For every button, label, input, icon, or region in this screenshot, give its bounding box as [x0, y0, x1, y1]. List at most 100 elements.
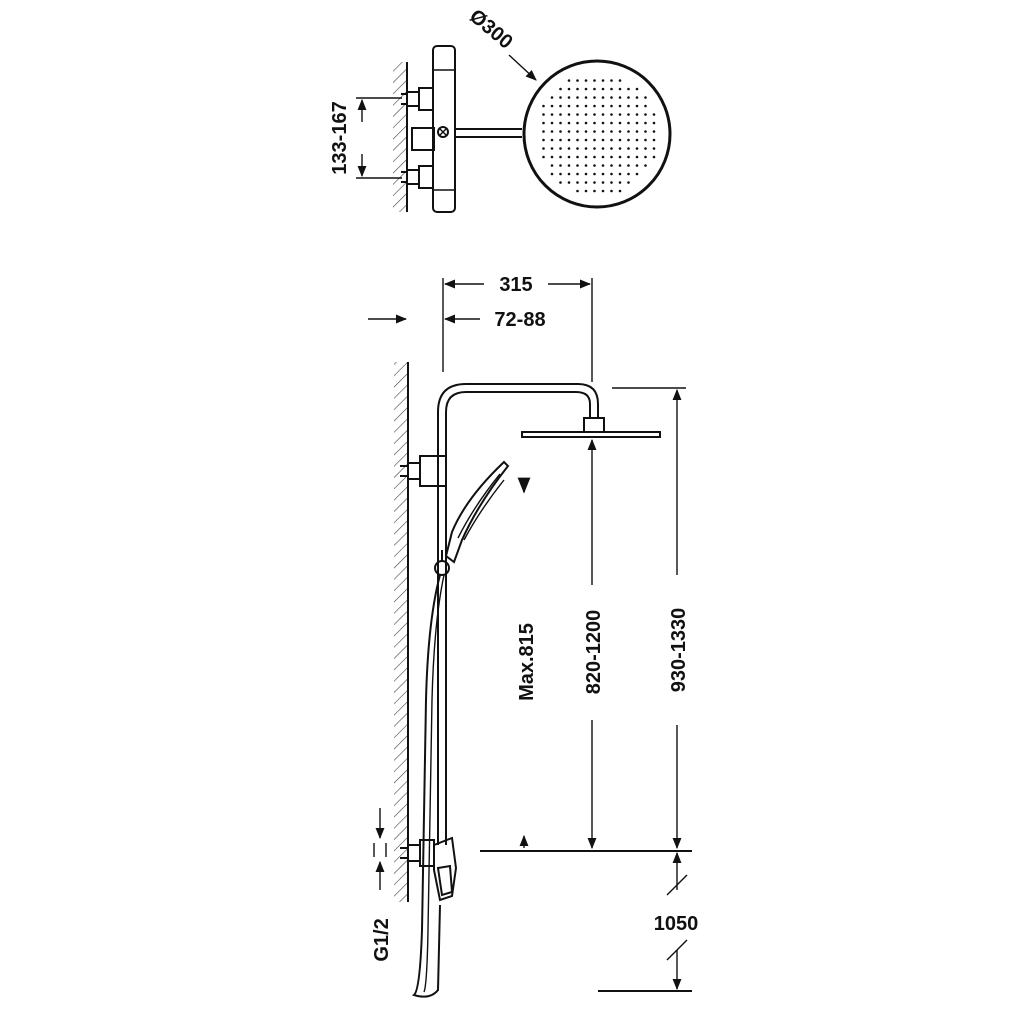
nozzle-dot	[601, 104, 605, 108]
nozzle-dot	[644, 104, 647, 108]
nozzle-dot	[559, 147, 562, 150]
nozzle-dot	[635, 87, 639, 91]
nozzle-dot	[610, 181, 613, 184]
nozzle-dot	[576, 172, 579, 176]
nozzle-dot	[584, 113, 588, 116]
nozzle-dot	[652, 113, 656, 116]
nozzle-dot	[652, 130, 656, 133]
nozzle-dot	[644, 147, 647, 150]
nozzle-dot	[584, 155, 588, 159]
nozzle-dot	[610, 155, 613, 159]
nozzle-dot	[601, 87, 605, 91]
curved-arm-outer	[437, 383, 599, 418]
nozzle-dot	[593, 121, 596, 125]
nozzle-dot	[567, 147, 571, 150]
mount-height-label: 1050	[654, 913, 699, 935]
nozzle-dot	[635, 147, 639, 150]
nozzle-dot	[576, 155, 579, 159]
nozzle-dot	[635, 113, 639, 116]
nozzle-dot	[601, 147, 605, 150]
nozzle-dot	[627, 113, 630, 116]
nozzle-dot	[601, 121, 605, 125]
nozzle-dot	[593, 79, 596, 82]
nozzle-dot	[567, 138, 571, 142]
nozzle-dot	[618, 138, 622, 142]
top-wall-hatch	[393, 62, 407, 212]
nozzle-dot	[550, 113, 554, 116]
top-view: 133-167 Ø300	[329, 5, 672, 213]
nozzle-dot	[593, 181, 596, 184]
nozzle-dot	[567, 113, 571, 116]
nozzle-dot	[601, 189, 605, 193]
upper-wall-bracket-side	[400, 455, 447, 487]
nozzle-dot	[593, 172, 596, 176]
overhead-shower-profile	[521, 431, 661, 438]
nozzle-dot	[567, 104, 571, 108]
nozzle-dot	[627, 172, 630, 176]
nozzle-dot	[584, 121, 588, 125]
nozzle-dot	[610, 104, 613, 108]
side-view: 315 72-88	[368, 274, 699, 998]
nozzle-dot	[576, 79, 579, 82]
nozzle-dot	[584, 181, 588, 184]
nozzle-dot	[601, 96, 605, 99]
nozzle-dot	[601, 113, 605, 116]
nozzle-dot	[576, 138, 579, 142]
nozzle-dot	[601, 181, 605, 184]
nozzle-dot	[559, 138, 562, 142]
nozzle-dot	[635, 172, 639, 176]
nozzle-dot	[601, 79, 605, 82]
nozzle-dot	[593, 138, 596, 142]
nozzle-dot	[610, 113, 613, 116]
inlet-thread-label: G1/2	[371, 918, 393, 961]
nozzle-dot	[627, 138, 630, 142]
nozzle-dot	[627, 87, 630, 91]
nozzle-dot	[559, 87, 562, 91]
nozzle-dot	[618, 96, 622, 99]
side-wall-hatch	[394, 362, 408, 902]
nozzle-dot	[576, 147, 579, 150]
nozzle-dot	[627, 96, 630, 99]
nozzle-dot	[635, 164, 639, 167]
nozzle-dot	[644, 155, 647, 159]
nozzle-dot	[652, 147, 656, 150]
curved-arm-inner	[445, 391, 591, 418]
nozzle-dot	[576, 121, 579, 125]
nozzle-dot	[644, 113, 647, 116]
nozzle-dot	[601, 138, 605, 142]
nozzle-dot	[550, 155, 554, 159]
nozzle-dot	[635, 138, 639, 142]
nozzle-dot	[584, 104, 588, 108]
nozzle-dot	[559, 164, 562, 167]
nozzle-dot	[550, 164, 554, 167]
bracket-spacing-label: 133-167	[329, 101, 351, 174]
nozzle-dot	[567, 172, 571, 176]
nozzle-dot	[635, 96, 639, 99]
nozzle-dot	[627, 181, 630, 184]
nozzle-dot	[567, 121, 571, 125]
head-height-long-label: 930-1330	[668, 608, 690, 693]
nozzle-dot	[550, 172, 554, 176]
nozzle-dot	[644, 164, 647, 167]
nozzle-dot	[550, 130, 554, 133]
nozzle-dot	[610, 96, 613, 99]
nozzle-dot	[601, 164, 605, 167]
nozzle-dot	[567, 181, 571, 184]
mixer-valve	[433, 836, 458, 902]
nozzle-dot	[610, 79, 613, 82]
nozzle-dot	[542, 104, 545, 108]
nozzle-dot	[593, 130, 596, 133]
nozzle-dot	[618, 130, 622, 133]
nozzle-dot	[627, 121, 630, 125]
nozzle-dot	[610, 172, 613, 176]
nozzle-dot	[627, 164, 630, 167]
nozzle-dot	[559, 113, 562, 116]
nozzle-dot	[559, 121, 562, 125]
nozzle-dot	[618, 104, 622, 108]
nozzle-dot	[610, 147, 613, 150]
nozzle-dot	[576, 96, 579, 99]
nozzle-dot	[576, 189, 579, 193]
nozzle-dot	[593, 189, 596, 193]
nozzle-dot	[550, 147, 554, 150]
